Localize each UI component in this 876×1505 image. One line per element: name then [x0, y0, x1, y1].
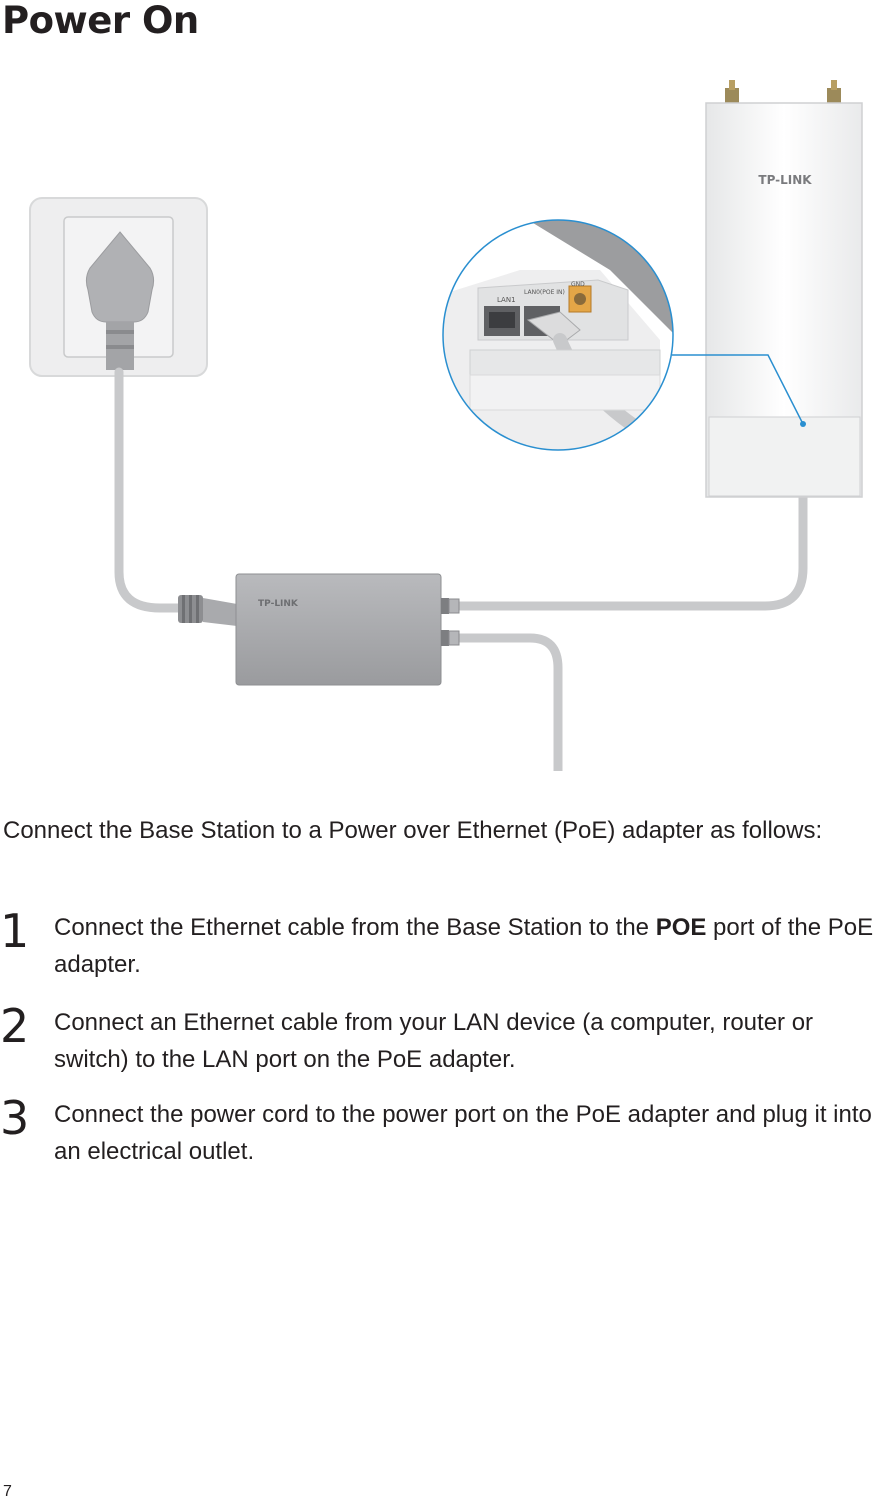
port-lan1-label: LAN1: [497, 296, 516, 304]
step-number: 2: [0, 999, 30, 1053]
device-brand: TP-LINK: [758, 173, 812, 187]
port-closeup: LAN1 LAN0(POE IN) GND: [442, 219, 674, 451]
poe-highlight: POE: [655, 914, 707, 941]
power-plug-connector: [178, 595, 237, 626]
port-lan0-label: LAN0(POE IN): [524, 289, 565, 296]
page-title: Power On: [2, 0, 199, 42]
poe-adapter: TP-LINK: [235, 573, 460, 686]
step-text-part: port of the PoE adapter.: [54, 914, 874, 978]
lan-cable: [458, 633, 563, 771]
step-number: 1: [0, 904, 30, 958]
callout-line: [672, 354, 804, 425]
port-gnd-label: GND: [571, 281, 585, 288]
callout-dot: [800, 421, 806, 427]
step-text-part: Connect the Ethernet cable from the Base…: [54, 914, 656, 941]
adapter-brand: TP-LINK: [258, 599, 299, 609]
wall-socket: [29, 197, 208, 377]
poe-cable: [458, 497, 808, 611]
step-text: Connect the Ethernet cable from the Base…: [54, 909, 874, 983]
page-number: 7: [3, 1483, 12, 1500]
power-cord: [114, 367, 190, 613]
intro-text: Connect the Base Station to a Power over…: [3, 817, 823, 844]
step-text: Connect an Ethernet cable from your LAN …: [54, 1009, 814, 1073]
base-station: TP-LINK: [705, 80, 863, 498]
step-number: 3: [0, 1091, 30, 1145]
step-text: Connect the power cord to the power port…: [54, 1101, 872, 1165]
setup-illustration: TP-LINK TP-LINK: [29, 80, 863, 771]
